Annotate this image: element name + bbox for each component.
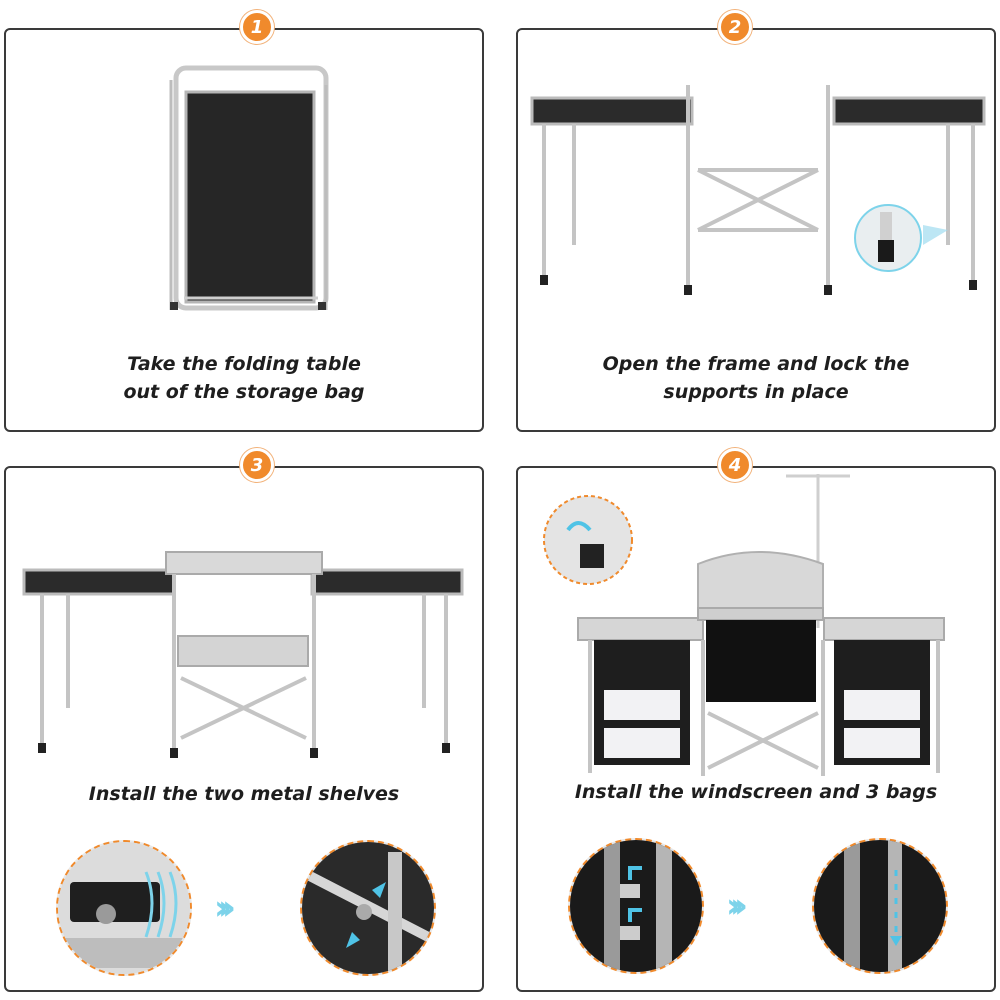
step-2-caption-line1: Open the frame and lock the [602, 353, 910, 375]
step-1-caption-line2: out of the storage bag [123, 381, 365, 403]
step-4-panel: Install the windscreen and 3 bags ››› [516, 466, 996, 992]
step-2-badge: 2 [718, 10, 752, 44]
step-1-badge: 1 [240, 10, 274, 44]
step-3-panel: Install the two metal shelves ››› [4, 466, 484, 992]
step-2-panel: Open the frame and lock the supports in … [516, 28, 996, 432]
step-1-panel: Take the folding table out of the storag… [4, 28, 484, 432]
bag-hook-detail-after [812, 838, 948, 974]
step-2-caption: Open the frame and lock the supports in … [518, 350, 994, 406]
bag-hook-after-image [814, 840, 946, 972]
shelf-clip-detail-after [300, 840, 436, 976]
bag-hook-before-image [570, 840, 702, 972]
triple-chevron-right-icon: ››› [214, 888, 236, 928]
open-frame-image [530, 85, 986, 295]
metal-shelves-image [22, 551, 464, 758]
shelf-clip-after-image [302, 842, 434, 974]
bag-hook-detail-before [568, 838, 704, 974]
windscreen-bags-image [543, 474, 945, 776]
step-1-caption-line1: Take the folding table [127, 353, 361, 375]
step-4-badge: 4 [718, 448, 752, 482]
folded-table-image [169, 65, 329, 311]
step-4-caption: Install the windscreen and 3 bags [574, 781, 938, 803]
shelf-clip-detail-before [56, 840, 192, 976]
shelf-clip-before-image [58, 842, 190, 974]
step-2-caption-line2: supports in place [663, 381, 849, 403]
step-3-badge: 3 [240, 448, 274, 482]
step-1-caption: Take the folding table out of the storag… [6, 350, 482, 406]
step-3-caption: Install the two metal shelves [88, 783, 400, 805]
triple-chevron-right-icon: ››› [726, 886, 748, 926]
